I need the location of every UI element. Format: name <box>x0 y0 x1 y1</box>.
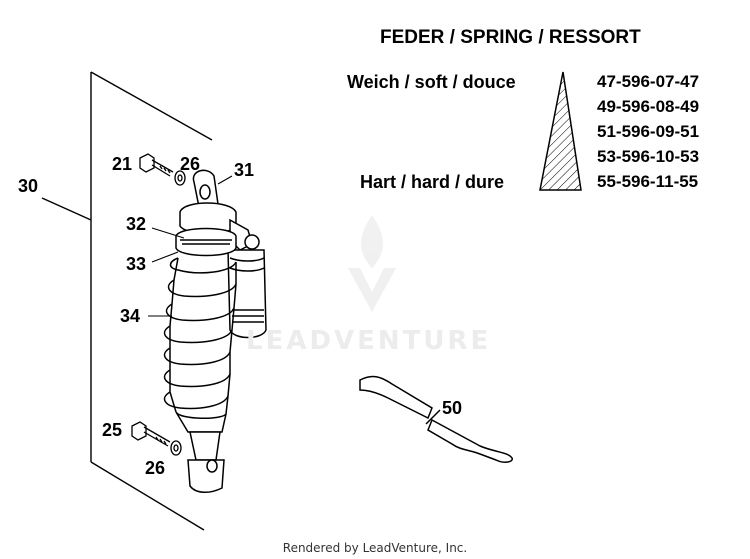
callout-26-bottom: 26 <box>145 458 166 478</box>
callout-50: 50 <box>442 398 463 418</box>
callout-25: 25 <box>102 420 123 440</box>
spring-part-number: 51-596-09-51 <box>597 122 700 141</box>
spring-table-title: FEDER / SPRING / RESSORT <box>380 27 641 48</box>
spanner-tool-50 <box>359 375 513 463</box>
leader-lines <box>148 175 233 317</box>
callout-34: 34 <box>120 306 141 326</box>
callout-21: 21 <box>112 154 133 174</box>
callout-32: 32 <box>126 214 147 234</box>
washer-26-bottom <box>170 440 182 456</box>
callout-26-top: 26 <box>180 154 201 174</box>
spring-part-number: 53-596-10-53 <box>597 147 700 166</box>
callout-31: 31 <box>234 160 255 180</box>
washer-26-top <box>174 170 186 186</box>
bolt-21 <box>139 153 174 177</box>
group-bracket <box>41 71 213 531</box>
spring-part-number: 47-596-07-47 <box>597 72 700 91</box>
hard-label: Hart / hard / dure <box>360 172 505 192</box>
callout-30: 30 <box>18 176 39 196</box>
footer-credit: Rendered by LeadVenture, Inc. <box>282 541 468 555</box>
watermark-logo <box>348 215 396 312</box>
spring-part-number: 55-596-11-55 <box>597 172 699 191</box>
watermark-text: LEADVENTURE <box>246 326 492 356</box>
bolt-25 <box>131 421 171 447</box>
shock-absorber <box>163 169 267 493</box>
callout-33: 33 <box>126 254 147 274</box>
spring-rate-wedge <box>539 71 582 191</box>
soft-label: Weich / soft / douce <box>347 72 516 92</box>
spring-part-number: 49-596-08-49 <box>597 97 700 116</box>
